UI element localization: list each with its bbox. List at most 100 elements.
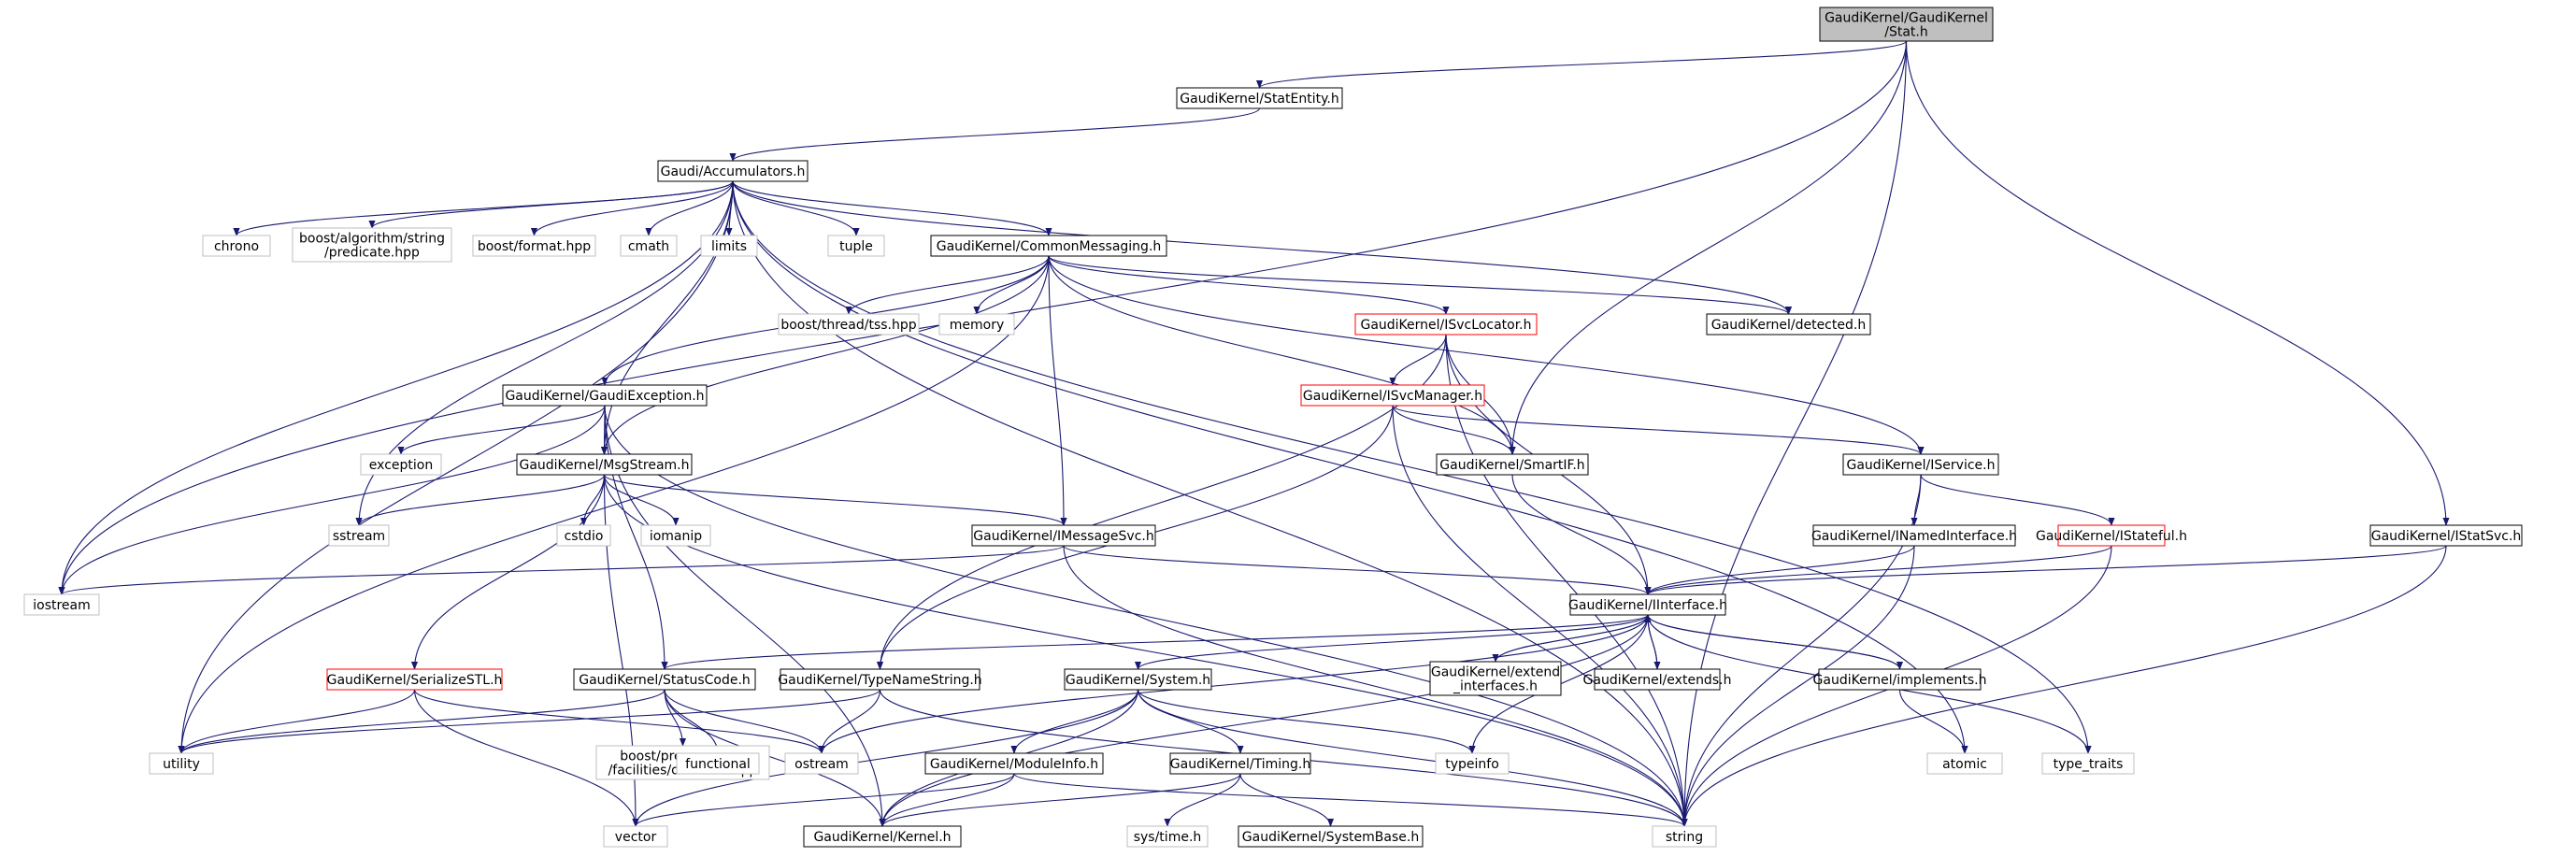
edge-gaudiexc-to-iostream: [58, 405, 606, 595]
node-inamed[interactable]: GaudiKernel/INamedInterface.h: [1811, 524, 2017, 547]
node-serialize[interactable]: GaudiKernel/SerializeSTL.h: [326, 668, 503, 691]
node-system[interactable]: GaudiKernel/System.h: [1064, 668, 1212, 691]
edge-accumulators-to-cmath: [645, 180, 734, 236]
node-memory: memory: [938, 313, 1015, 336]
node-isvclocator[interactable]: GaudiKernel/ISvcLocator.h: [1354, 313, 1538, 336]
node-box-smartif: [1436, 453, 1589, 476]
node-exception: exception: [360, 453, 442, 476]
edge-isvcmanager-to-smartif: [1392, 405, 1516, 455]
node-label-inamed: GaudiKernel/INamedInterface.h: [1811, 529, 2017, 544]
edge-accumulators-to-utility: [178, 180, 734, 754]
edge-accumulators-to-msgstream: [600, 180, 734, 455]
node-label-commonmsg: GaudiKernel/CommonMessaging.h: [937, 239, 1162, 254]
node-boost_pred: boost/algorithm/string/predicate.hpp: [292, 227, 452, 263]
edge-istateful-to-iinterface: [1644, 545, 2112, 595]
node-label-istateful: GaudiKernel/IStateful.h: [2036, 529, 2187, 544]
node-label-functional: functional: [685, 757, 751, 772]
node-vector: vector: [603, 825, 668, 848]
node-extends[interactable]: GaudiKernel/extends.h: [1583, 668, 1732, 691]
node-istatsvc[interactable]: GaudiKernel/IStatSvc.h: [2369, 524, 2523, 547]
edge-msgstream-to-iomanip: [603, 474, 680, 526]
edge-isvclocator-to-isvcmanager: [1389, 334, 1447, 386]
node-box-extends: [1594, 668, 1721, 691]
node-boost_format: boost/format.hpp: [472, 235, 596, 257]
node-kernel[interactable]: GaudiKernel/Kernel.h: [803, 825, 962, 848]
node-label-timing: GaudiKernel/Timing.h: [1170, 757, 1310, 772]
node-box-timing: [1169, 752, 1311, 775]
node-root[interactable]: GaudiKernel/GaudiKernel/Stat.h: [1819, 7, 1994, 42]
node-label-system: GaudiKernel/System.h: [1066, 673, 1210, 688]
node-label-string: string: [1666, 830, 1703, 845]
node-accumulators[interactable]: Gaudi/Accumulators.h: [657, 160, 809, 182]
edge-inamed-to-string: [1681, 545, 1915, 827]
node-box-istatsvc: [2369, 524, 2523, 547]
node-label-statentity: GaudiKernel/StatEntity.h: [1180, 92, 1338, 107]
node-chrono: chrono: [202, 235, 271, 257]
node-iservice[interactable]: GaudiKernel/IService.h: [1842, 453, 1999, 476]
node-label-iservice: GaudiKernel/IService.h: [1847, 458, 1996, 473]
node-label-iomanip: iomanip: [650, 529, 702, 544]
edge-gaudiexc-to-string: [604, 405, 1688, 827]
node-box-iservice: [1842, 453, 1999, 476]
node-imessagesvc[interactable]: GaudiKernel/IMessageSvc.h: [971, 524, 1156, 547]
edge-timing-to-kernel: [879, 773, 1241, 827]
node-statuscode[interactable]: GaudiKernel/StatusCode.h: [573, 668, 756, 691]
node-type_traits: type_traits: [2041, 752, 2135, 775]
node-box-sstream: [328, 524, 390, 547]
edge-timing-to-sysbase: [1239, 773, 1335, 827]
node-systime: sys/time.h: [1126, 825, 1209, 848]
node-box-systime: [1126, 825, 1209, 848]
edge-statentity-to-accumulators: [729, 107, 1261, 162]
node-label-utility: utility: [163, 757, 200, 772]
node-box-type_traits: [2041, 752, 2135, 775]
node-label-vector: vector: [615, 830, 657, 845]
node-timing[interactable]: GaudiKernel/Timing.h: [1169, 752, 1311, 775]
node-label-extends: GaudiKernel/extends.h: [1583, 673, 1732, 688]
node-sysbase[interactable]: GaudiKernel/SystemBase.h: [1238, 825, 1424, 848]
node-box-ostream: [784, 752, 859, 775]
node-typename[interactable]: GaudiKernel/TypeNameString.h: [778, 668, 982, 691]
edge-root-to-istatsvc: [1905, 40, 2450, 526]
node-utility: utility: [149, 752, 214, 775]
node-iostream: iostream: [23, 593, 100, 616]
edge-commonmsg-to-tss: [845, 255, 1050, 315]
edge-system-to-typeinfo: [1137, 689, 1476, 754]
node-limits: limits: [700, 235, 758, 257]
node-cmath: cmath: [620, 235, 678, 257]
node-box-root: [1819, 7, 1994, 42]
node-detected[interactable]: GaudiKernel/detected.h: [1706, 313, 1871, 336]
edge-accumulators-to-commonmsg: [732, 180, 1052, 236]
node-statentity[interactable]: GaudiKernel/StatEntity.h: [1176, 87, 1343, 109]
node-label-sstream: sstream: [333, 529, 385, 544]
edge-implements-to-iinterface: [1644, 614, 1901, 670]
node-implements[interactable]: GaudiKernel/implements.h: [1813, 668, 1987, 691]
node-gaudiexc[interactable]: GaudiKernel/GaudiException.h: [502, 384, 708, 407]
node-isvcmanager[interactable]: GaudiKernel/ISvcManager.h: [1300, 384, 1485, 407]
node-label-serialize: GaudiKernel/SerializeSTL.h: [327, 673, 503, 688]
edge-statuscode-to-ostream: [664, 689, 825, 754]
node-box-tss: [778, 313, 920, 336]
node-label-kernel: GaudiKernel/Kernel.h: [813, 830, 951, 845]
node-box-statentity: [1176, 87, 1343, 109]
node-box-vector: [603, 825, 668, 848]
edge-istatsvc-to-iinterface: [1644, 545, 2447, 595]
edge-gaudiexc-to-exception: [397, 405, 606, 455]
edge-typename-to-utility: [178, 689, 881, 754]
node-moduleinfo[interactable]: GaudiKernel/ModuleInfo.h: [924, 752, 1104, 775]
edge-accumulators-to-tuple: [732, 180, 860, 236]
node-istateful[interactable]: GaudiKernel/IStateful.h: [2036, 524, 2187, 547]
node-smartif[interactable]: GaudiKernel/SmartIF.h: [1436, 453, 1589, 476]
node-iinterface[interactable]: GaudiKernel/IInterface.h: [1568, 593, 1727, 616]
edge-root-to-string: [1681, 40, 1908, 827]
node-iomanip: iomanip: [640, 524, 711, 547]
node-extend_if[interactable]: GaudiKernel/extend_interfaces.h: [1429, 661, 1562, 696]
edge-iinterface-to-system: [1135, 614, 1649, 670]
node-box-isvclocator: [1354, 313, 1538, 336]
node-box-imessagesvc: [971, 524, 1156, 547]
node-label-ostream: ostream: [794, 757, 849, 772]
node-label-imessagesvc: GaudiKernel/IMessageSvc.h: [973, 529, 1153, 544]
edge-smartif-to-iinterface: [1511, 474, 1652, 595]
node-commonmsg[interactable]: GaudiKernel/CommonMessaging.h: [930, 235, 1167, 257]
node-box-iomanip: [640, 524, 711, 547]
node-msgstream[interactable]: GaudiKernel/MsgStream.h: [516, 453, 693, 476]
